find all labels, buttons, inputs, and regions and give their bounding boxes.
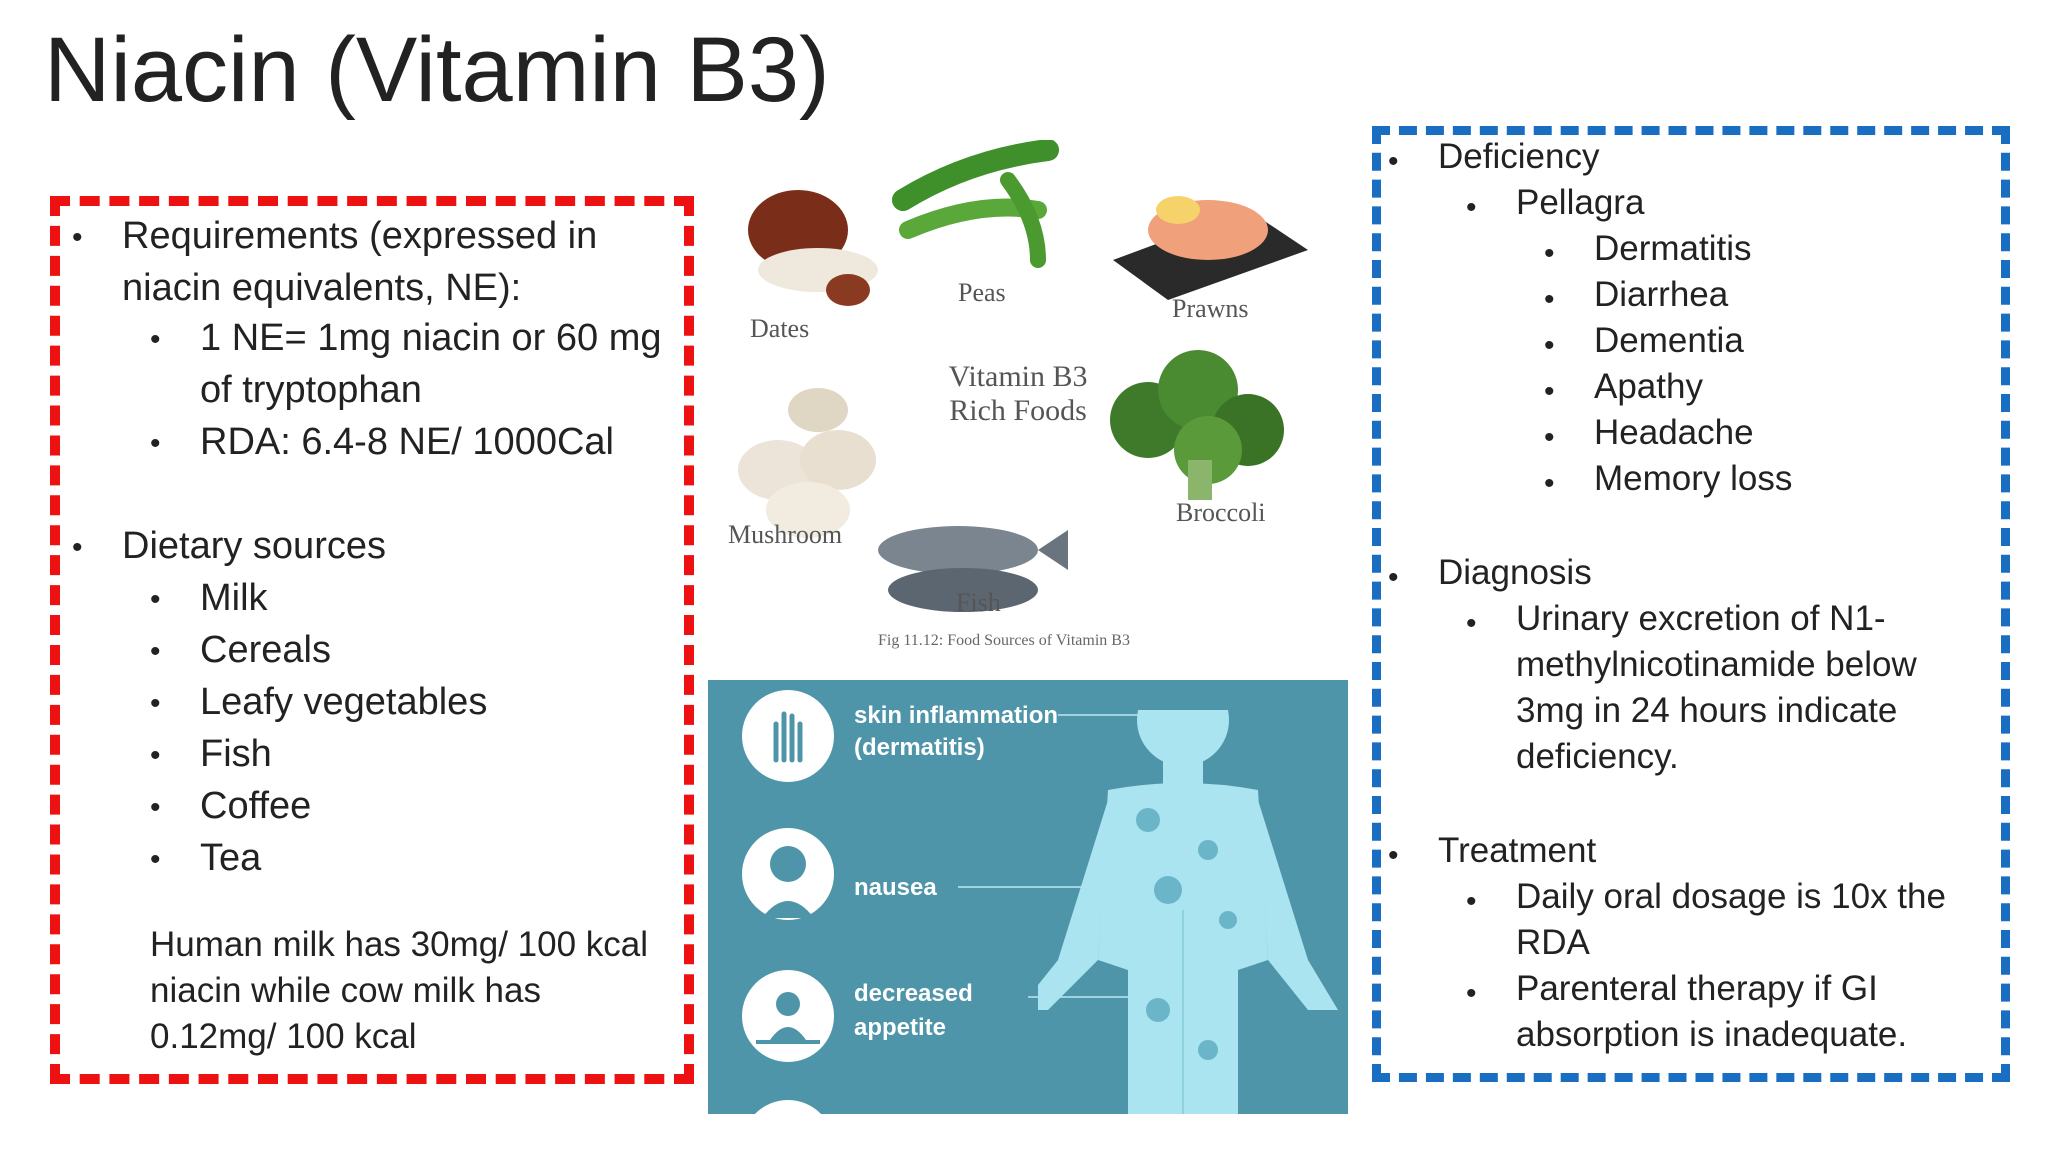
note-line: 0.12mg/ 100 kcal xyxy=(150,1017,417,1056)
partial-icon xyxy=(742,1100,834,1114)
symptom-label: skin inflammation xyxy=(854,702,1059,729)
symptom-label: (dermatitis) xyxy=(854,734,985,761)
bullet: • xyxy=(1388,839,1399,872)
plate-icon xyxy=(742,970,834,1062)
food-center-title: Vitamin B3 Rich Foods xyxy=(918,360,1118,428)
bullet: • xyxy=(150,843,161,876)
food-label-broccoli: Broccoli xyxy=(1176,498,1266,527)
pointer-line xyxy=(1028,996,1178,998)
deficiency-heading: Deficiency xyxy=(1438,137,1600,176)
treatment-line: Daily oral dosage is 10x the xyxy=(1516,877,1946,916)
pellagra-item: Memory loss xyxy=(1594,459,1793,498)
requirements-line2: niacin equivalents, NE): xyxy=(122,267,522,309)
pellagra-heading: Pellagra xyxy=(1516,183,1645,222)
bullet: • xyxy=(150,323,161,356)
food-sources-image: Dates Peas Prawns Mushroom Broccoli Fish… xyxy=(708,140,1328,670)
diagnosis-line: deficiency. xyxy=(1516,737,1679,776)
pellagra-item: Diarrhea xyxy=(1594,275,1729,314)
bullet: • xyxy=(72,531,83,564)
note-line: niacin while cow milk has xyxy=(150,971,541,1010)
source-item: Leafy vegetables xyxy=(200,681,488,723)
diagnosis-line: 3mg in 24 hours indicate xyxy=(1516,691,1898,730)
sources-heading: Dietary sources xyxy=(122,525,386,567)
bullet: • xyxy=(1466,191,1477,224)
treatment-line: RDA xyxy=(1516,923,1590,962)
deficiency-box xyxy=(1372,126,2010,1082)
face-icon xyxy=(742,828,834,920)
source-item: Cereals xyxy=(200,629,331,671)
bullet: • xyxy=(1544,329,1555,362)
bullet: • xyxy=(1466,977,1477,1010)
source-item: Fish xyxy=(200,733,272,775)
note-line: Human milk has 30mg/ 100 kcal xyxy=(150,925,648,964)
pellagra-item: Headache xyxy=(1594,413,1754,452)
bullet: • xyxy=(150,791,161,824)
ne-line2: of tryptophan xyxy=(200,369,422,411)
bullet: • xyxy=(150,427,161,460)
milk-note: Human milk has 30mg/ 100 kcal niacin whi… xyxy=(150,922,670,1060)
food-caption: Fig 11.12: Food Sources of Vitamin B3 xyxy=(878,632,1130,649)
rda-line: RDA: 6.4-8 NE/ 1000Cal xyxy=(200,421,614,463)
bullet: • xyxy=(1388,145,1399,178)
bullet: • xyxy=(150,687,161,720)
bullet: • xyxy=(1466,607,1477,640)
center-line: Rich Foods xyxy=(949,394,1087,427)
treatment-line: Parenteral therapy if GI xyxy=(1516,969,1878,1008)
slide-title: Niacin (Vitamin B3) xyxy=(44,19,830,121)
source-item: Coffee xyxy=(200,785,312,827)
food-label-peas: Peas xyxy=(958,278,1006,307)
food-label-dates: Dates xyxy=(750,314,810,343)
treatment-heading: Treatment xyxy=(1438,831,1597,870)
pointer-line xyxy=(1058,714,1168,716)
human-body-figure xyxy=(1038,710,1338,1114)
bullet: • xyxy=(72,221,83,254)
bullet: • xyxy=(1544,421,1555,454)
diagnosis-line: methylnicotinamide below xyxy=(1516,645,1917,684)
pellagra-item: Apathy xyxy=(1594,367,1703,406)
requirements-box xyxy=(50,196,694,1084)
symptom-label: appetite xyxy=(854,1014,947,1041)
bullet: • xyxy=(1466,885,1477,918)
food-label-mushroom: Mushroom xyxy=(728,520,843,549)
bullet: • xyxy=(1544,283,1555,316)
bullet: • xyxy=(1544,237,1555,270)
center-line: Vitamin B3 xyxy=(948,360,1088,393)
ne-line1: 1 NE= 1mg niacin or 60 mg xyxy=(200,317,662,359)
food-label-fish: Fish xyxy=(956,588,1001,617)
bullet: • xyxy=(150,739,161,772)
bullet: • xyxy=(150,635,161,668)
symptom-label: decreased xyxy=(854,980,973,1007)
treatment-line: absorption is inadequate. xyxy=(1516,1015,1908,1054)
pellagra-item: Dermatitis xyxy=(1594,229,1752,268)
pointer-line xyxy=(958,886,1178,888)
symptoms-image: skin inflammation (dermatitis) nausea de… xyxy=(708,680,1348,1114)
pellagra-item: Dementia xyxy=(1594,321,1744,360)
source-item: Tea xyxy=(200,837,262,879)
diagnosis-heading: Diagnosis xyxy=(1438,553,1592,592)
requirements-line1: Requirements (expressed in xyxy=(122,215,598,257)
bullet: • xyxy=(1544,375,1555,408)
hand-icon xyxy=(742,690,834,782)
bullet: • xyxy=(1544,467,1555,500)
source-item: Milk xyxy=(200,577,268,619)
food-illustrations xyxy=(738,140,1308,612)
food-label-prawns: Prawns xyxy=(1172,294,1249,323)
bullet: • xyxy=(1388,561,1399,594)
diagnosis-line: Urinary excretion of N1- xyxy=(1516,599,1886,638)
bullet: • xyxy=(150,583,161,616)
symptom-label: nausea xyxy=(854,874,937,901)
